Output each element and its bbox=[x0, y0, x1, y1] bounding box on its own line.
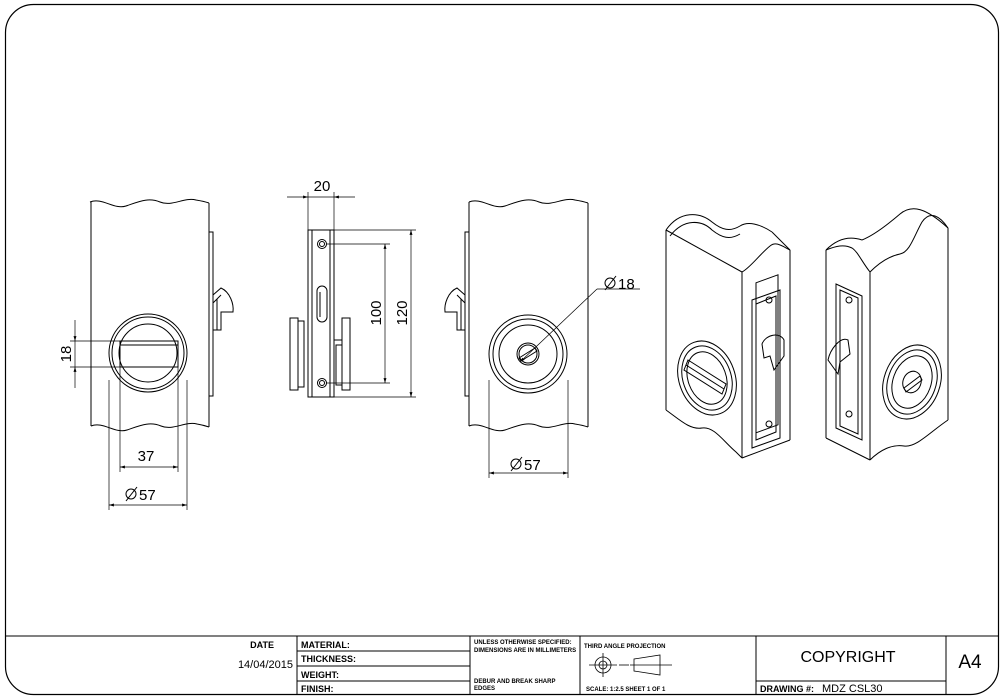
side-view-dimensions bbox=[287, 192, 416, 398]
front-view-left bbox=[89, 198, 234, 432]
diameter-symbol-icon bbox=[510, 456, 523, 472]
unless-specified-text: UNLESS OTHERWISE SPECIFIED: bbox=[474, 640, 572, 646]
thickness-label: THICKNESS: bbox=[301, 654, 356, 664]
paper-size-text: A4 bbox=[958, 652, 982, 673]
date-label: DATE bbox=[250, 640, 274, 650]
third-angle-projection-icon bbox=[589, 653, 672, 677]
title-block bbox=[6, 635, 998, 694]
drawing-number-value: MDZ CSL30 bbox=[822, 683, 883, 695]
dim-label-120: 120 bbox=[394, 300, 411, 325]
finish-label: FINISH: bbox=[301, 684, 334, 694]
sheet-border bbox=[4, 3, 1000, 696]
diameter-symbol-icon bbox=[604, 275, 617, 291]
dim-label-dia-18: 18 bbox=[618, 276, 635, 293]
projection-label: THIRD ANGLE PROJECTION bbox=[584, 644, 665, 650]
dim-label-37: 37 bbox=[138, 448, 155, 465]
dim-label-100: 100 bbox=[368, 300, 385, 325]
back-view bbox=[444, 198, 589, 432]
weight-label: WEIGHT: bbox=[301, 670, 339, 680]
dim-label-20: 20 bbox=[314, 178, 331, 195]
material-label: MATERIAL: bbox=[301, 640, 350, 650]
dimensions-mm-text: DIMENSIONS ARE IN MILLIMETERS bbox=[474, 648, 576, 654]
diameter-symbol-icon bbox=[125, 486, 138, 502]
isometric-view-coin-release bbox=[825, 208, 949, 461]
back-view-dimensions bbox=[488, 288, 640, 478]
date-value: 14/04/2015 bbox=[238, 659, 293, 671]
scale-sheet-text: SCALE: 1:2.5 SHEET 1 OF 1 bbox=[586, 687, 666, 693]
debur-text: DEBUR AND BREAK SHARP bbox=[474, 679, 555, 685]
copyright-text: COPYRIGHT bbox=[800, 649, 895, 666]
dim-label-18-height: 18 bbox=[58, 346, 75, 363]
dim-label-dia-57-left: 57 bbox=[139, 487, 156, 504]
isometric-view-thumb-turn bbox=[665, 214, 791, 459]
side-view bbox=[289, 229, 351, 398]
front-view-dimensions bbox=[70, 320, 188, 510]
edges-text: EDGES bbox=[474, 686, 495, 692]
drawing-number-label: DRAWING #: bbox=[760, 684, 814, 694]
dim-label-dia-57-right: 57 bbox=[524, 457, 541, 474]
